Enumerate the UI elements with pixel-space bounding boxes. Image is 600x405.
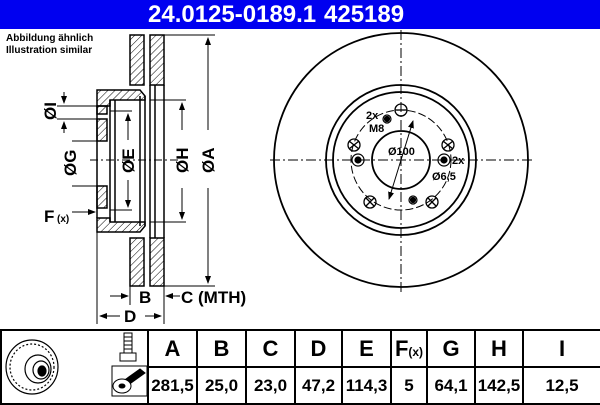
value-e: 114,3: [341, 366, 392, 405]
illustration-note: Abbildung ähnlich Illustration similar: [6, 33, 93, 57]
article-id: 425189: [324, 1, 405, 28]
label-bolt-count: 2x: [366, 110, 379, 122]
label-pcd: Ø100: [388, 146, 415, 158]
value-h: 142,5: [474, 366, 524, 405]
part-number: 24.0125-0189.1: [148, 1, 317, 28]
brake-disc-icon: [5, 339, 59, 395]
label-dia-a: ØA: [199, 148, 218, 174]
header-h: H: [474, 329, 524, 368]
spec-table: A B C D E F(x) G H I 281,5 25,0 23,0 47,…: [0, 329, 600, 405]
front-view: [270, 30, 533, 292]
header-f-sub: (x): [408, 344, 424, 359]
label-dia-h: ØH: [173, 148, 192, 174]
header-i: I: [522, 329, 600, 368]
note-german: Abbildung ähnlich: [6, 33, 94, 44]
label-thread: M8: [369, 123, 384, 135]
product-icons-cell: [0, 329, 149, 405]
header-f: F(x): [390, 329, 428, 368]
section-dimensions: [57, 34, 215, 324]
label-hole-count: 2x: [452, 155, 465, 167]
value-i: 12,5: [522, 366, 600, 405]
title-bar: 24.0125-0189.1 425189: [0, 0, 600, 29]
value-d: 47,2: [294, 366, 343, 405]
header-f-label: F: [394, 335, 409, 361]
header-g: G: [426, 329, 476, 368]
value-b: 25,0: [196, 366, 247, 405]
bolt-icon: [119, 332, 137, 362]
cross-section-view: [96, 34, 165, 287]
label-d: D: [124, 307, 136, 326]
header-a: A: [147, 329, 198, 368]
value-f: 5: [390, 366, 428, 405]
note-english: Illustration similar: [6, 45, 93, 56]
technical-drawing: ØI ØG ØE ØH ØA F (x) B C (MTH) D: [41, 30, 533, 326]
label-f-sub: (x): [57, 214, 69, 225]
label-b: B: [139, 288, 151, 307]
value-g: 64,1: [426, 366, 476, 405]
label-dia-e: ØE: [119, 148, 138, 173]
label-dia-g: ØG: [61, 150, 80, 176]
product-icons: [5, 332, 148, 397]
value-a: 281,5: [147, 366, 198, 405]
value-c: 23,0: [245, 366, 296, 405]
header-c: C: [245, 329, 296, 368]
spray-cleaning-icon: [111, 365, 148, 397]
label-f: F: [44, 207, 54, 226]
label-dia-i: ØI: [41, 102, 60, 120]
header-b: B: [196, 329, 247, 368]
label-c: C (MTH): [181, 288, 246, 307]
label-hole-diameter: Ø6,5: [432, 171, 456, 183]
header-d: D: [294, 329, 343, 368]
header-e: E: [341, 329, 392, 368]
